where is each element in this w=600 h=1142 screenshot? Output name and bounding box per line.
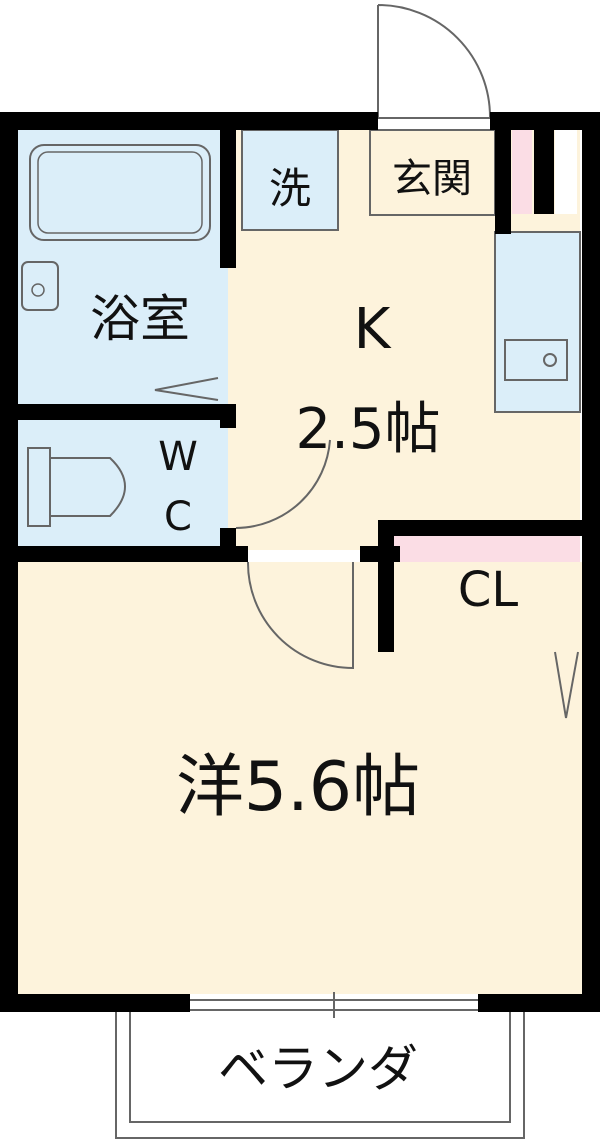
shoe-rack-white bbox=[555, 130, 577, 214]
closet-door-swing bbox=[554, 651, 579, 719]
walls bbox=[0, 112, 600, 1012]
shoe-rack-pink bbox=[512, 130, 532, 214]
toilet-area bbox=[18, 420, 228, 550]
veranda-label: ベランダ bbox=[218, 1040, 418, 1098]
washer-label: 洗 bbox=[269, 164, 311, 213]
kitchen-counter bbox=[494, 231, 581, 413]
toilet-bowl bbox=[49, 457, 126, 517]
closet-label: CL bbox=[458, 562, 519, 618]
sink bbox=[504, 339, 568, 381]
washer-area bbox=[241, 129, 339, 231]
bathroom-door-swing bbox=[154, 377, 219, 401]
kitchen-size-label: 2.5帖 bbox=[295, 397, 440, 462]
bathtub bbox=[29, 144, 211, 241]
kitchen-letter: K bbox=[354, 297, 392, 362]
toilet-door-swing bbox=[235, 439, 331, 529]
entrance-label: 玄関 bbox=[392, 156, 472, 202]
wash-basin bbox=[21, 261, 59, 311]
bathroom-area bbox=[18, 130, 228, 407]
toilet-label-c: C bbox=[164, 494, 192, 540]
room-door-swing bbox=[246, 561, 354, 670]
entrance-door-swing bbox=[377, 4, 492, 119]
basin-drain bbox=[31, 283, 45, 297]
toilet-label-w: W bbox=[158, 434, 198, 480]
western-room-area bbox=[18, 562, 582, 994]
western-room-label: 洋5.6帖 bbox=[176, 748, 420, 827]
bathroom-label: 浴室 bbox=[90, 290, 190, 348]
veranda-area bbox=[115, 999, 525, 1139]
bathtub-inner bbox=[37, 151, 203, 234]
entrance-area bbox=[369, 129, 496, 216]
sink-drain bbox=[543, 353, 557, 367]
